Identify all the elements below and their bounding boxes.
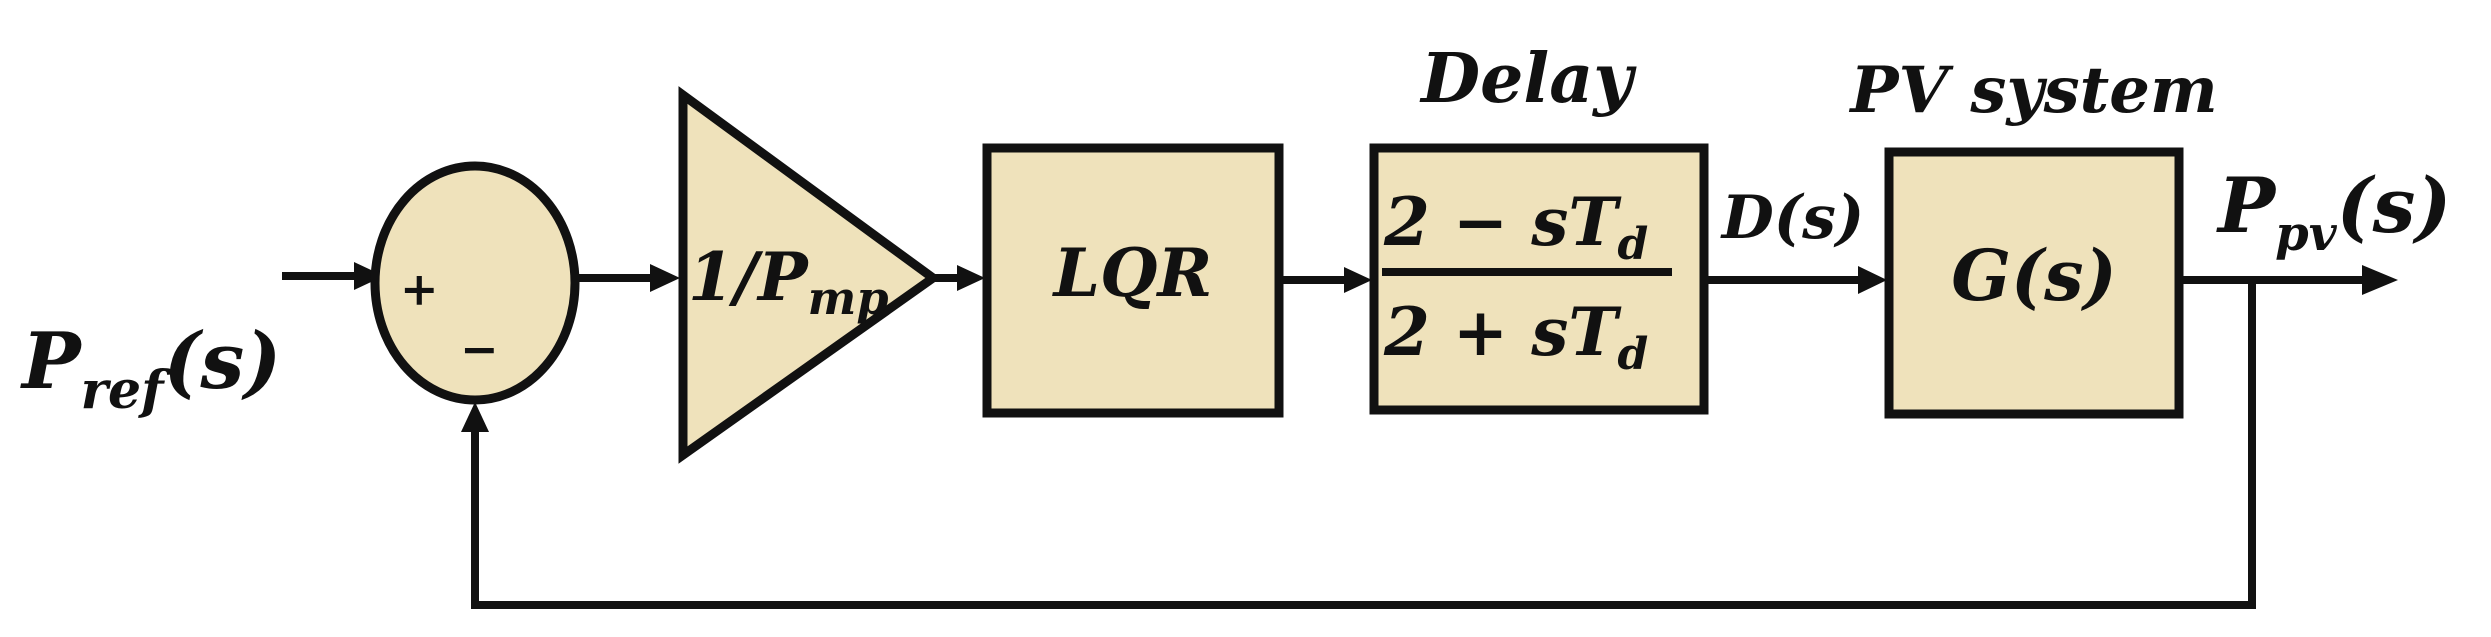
lqr-label: LQR [1052,234,1213,312]
input-signal-arrow [282,262,384,290]
junction-to-gain-arrow [575,264,680,292]
lqr-to-delay-arrow [1279,267,1372,293]
output-label-main: P [2216,161,2277,250]
input-label-subscript: ref [81,360,171,421]
output-label: Ppv(s) [2216,161,2451,262]
delay-numerator-subscript: d [1617,219,1648,270]
delay-numerator-var: sT [1530,183,1622,261]
delay-caption: Delay [1419,39,1637,119]
input-label: Pref(s) [20,316,281,421]
feedback-path [461,280,2256,609]
output-signal-arrow [2179,265,2398,295]
delay-denominator-subscript: d [1617,329,1648,380]
delay-denominator-lead: 2 + [1383,293,1531,371]
plant-caption: PV system [1848,53,2217,128]
plant-block: G(s) [1884,147,2184,419]
delay-denominator-var: sT [1530,293,1622,371]
output-label-subscript: pv [2275,206,2338,262]
gain-to-lqr-arrow [933,265,985,291]
summing-plus-sign: + [400,262,439,316]
delay-to-plant-arrow [1704,266,1887,294]
gain-label-prefix: 1/ [688,238,764,316]
input-label-argument: (s) [164,316,282,407]
delay-output-label: D(s) [1720,183,1865,253]
gain-label: 1/Pmp [688,238,889,325]
plant-label: G(s) [1951,234,2116,317]
summing-junction: + − [370,161,580,405]
delay-numerator: 2 − sTd [1383,183,1648,270]
gain-label-subscript: mp [808,271,889,325]
delay-block: 2 − sTd 2 + sTd [1369,143,1709,415]
gain-label-main: P [756,238,810,316]
output-label-argument: (s) [2337,161,2452,250]
summing-minus-sign: − [460,322,499,376]
delay-denominator: 2 + sTd [1383,293,1648,380]
delay-numerator-lead: 2 − [1383,183,1531,261]
input-label-main: P [20,316,83,407]
lqr-block: LQR [982,143,1284,418]
gain-block: 1/Pmp [678,86,941,464]
